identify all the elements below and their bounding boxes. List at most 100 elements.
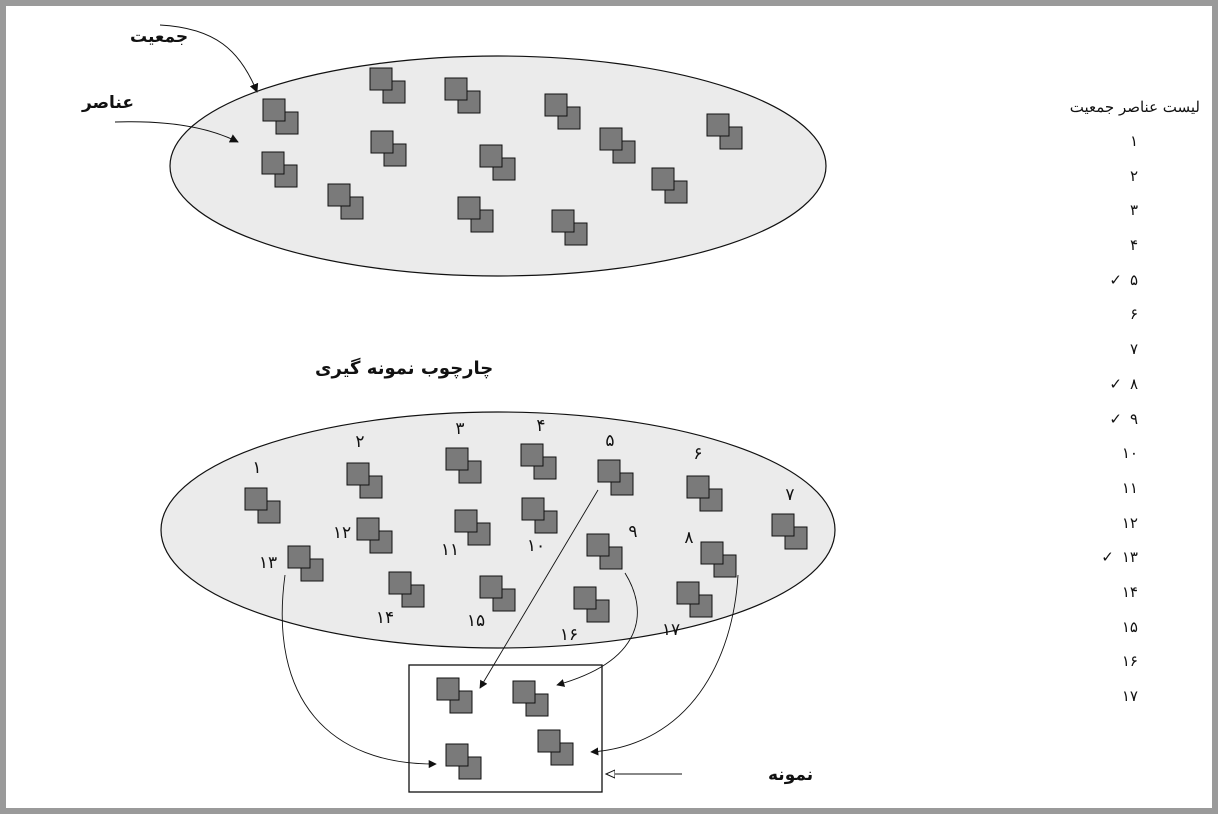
frame-element-icon xyxy=(454,509,491,546)
population-element-icon xyxy=(479,144,516,181)
population-list-number: ۱۱ xyxy=(1121,478,1138,497)
elements-pointer-arrow xyxy=(114,121,239,143)
population-element-icon xyxy=(457,196,494,233)
frame-element-number: ۳ xyxy=(455,419,464,439)
check-icon: ✓ xyxy=(1101,548,1114,567)
frame-element-icon xyxy=(771,513,808,550)
check-icon: ✓ xyxy=(1109,270,1122,289)
population-pointer-arrow xyxy=(159,24,259,93)
frame-element-icon xyxy=(586,533,623,570)
frame-element-icon xyxy=(520,443,557,480)
population-list-number: ۱ xyxy=(1129,132,1138,150)
population-list-number: ۱۲ xyxy=(1121,513,1138,532)
frame-element-number: ۱۱ xyxy=(441,540,459,560)
frame-element-number: ۷ xyxy=(785,485,794,505)
population-list-number: ۱۷ xyxy=(1121,687,1138,705)
frame-element-icon xyxy=(686,475,723,512)
population-element-icon xyxy=(544,93,581,130)
sample-element-icon xyxy=(445,743,482,780)
population-list-item: ۱۲ xyxy=(1010,506,1200,541)
selection-arrow-13 xyxy=(281,574,437,769)
population-list-item: ۹✓ xyxy=(1010,402,1200,437)
sample-box xyxy=(408,664,603,793)
frame-element-number: ۲ xyxy=(355,432,364,452)
frame-element-number: ۱۲ xyxy=(333,523,351,543)
population-list-item: ۸✓ xyxy=(1010,367,1200,402)
sample-element-icon xyxy=(436,677,473,714)
population-list-title: لیست عناصر جمعیت xyxy=(1069,98,1200,116)
selection-arrow-5 xyxy=(479,489,599,689)
selection-arrow-9 xyxy=(556,572,638,687)
selection-arrow-8 xyxy=(590,574,739,756)
frame-element-icon xyxy=(287,545,324,582)
frame-element-icon xyxy=(244,487,281,524)
frame-element-icon xyxy=(356,517,393,554)
population-list-number: ۸ xyxy=(1129,374,1138,393)
population-list-number: ۱۰ xyxy=(1121,444,1138,463)
population-element-icon xyxy=(706,113,743,150)
population-element-icon xyxy=(599,127,636,164)
population-element-icon xyxy=(551,209,588,246)
sample-element-icon xyxy=(537,729,574,766)
sample-element-icon xyxy=(512,680,549,717)
frame-element-icon xyxy=(521,497,558,534)
population-list-item: ۵✓ xyxy=(1010,263,1200,298)
frame-element-number: ۱۶ xyxy=(560,625,578,645)
frame-element-icon xyxy=(573,586,610,623)
population-list-item: ۱۱ xyxy=(1010,471,1200,506)
frame-element-icon xyxy=(676,581,713,618)
frame-element-icon xyxy=(597,459,634,496)
population-list-item: ۱۴ xyxy=(1010,575,1200,610)
population-element-icon xyxy=(327,183,364,220)
population-list-number: ۱۶ xyxy=(1121,652,1138,671)
population-list-item: ۳ xyxy=(1010,193,1200,228)
population-list-item: ۲ xyxy=(1010,159,1200,194)
population-list-item: ۷ xyxy=(1010,332,1200,367)
population-list-number: ۱۴ xyxy=(1121,582,1138,601)
frame-element-number: ۱۷ xyxy=(662,620,680,640)
population-element-icon xyxy=(370,130,407,167)
frame-element-icon xyxy=(445,447,482,484)
frame-element-number: ۴ xyxy=(536,416,545,436)
frame-element-number: ۱۳ xyxy=(259,553,277,573)
population-list-item: ۱ xyxy=(1010,124,1200,159)
population-list-item: ۱۶ xyxy=(1010,644,1200,679)
population-list-number: ۱۵ xyxy=(1121,617,1138,636)
frame-element-icon xyxy=(388,571,425,608)
frame-element-number: ۸ xyxy=(684,528,693,548)
frame-element-number: ۶ xyxy=(693,444,702,464)
frame-element-number: ۹ xyxy=(628,522,637,542)
population-list-number: ۷ xyxy=(1129,340,1138,359)
population-list-item: ۱۰ xyxy=(1010,436,1200,471)
population-element-icon xyxy=(261,151,298,188)
population-list-item: ۱۷ xyxy=(1010,679,1200,714)
population-list-item: ۶ xyxy=(1010,297,1200,332)
population-list-item: ۱۳✓ xyxy=(1010,540,1200,575)
population-list-item: ۱۵ xyxy=(1010,610,1200,645)
frame-element-number: ۱ xyxy=(252,458,261,478)
frame-element-number: ۱۵ xyxy=(467,611,485,631)
check-icon: ✓ xyxy=(1109,374,1122,393)
sampling-frame-ellipse xyxy=(160,411,836,649)
population-element-icon xyxy=(444,77,481,114)
population-list-number: ۴ xyxy=(1129,236,1138,255)
population-list-number: ۵ xyxy=(1129,270,1138,289)
sampling-frame-label: چارچوب نمونه گیری xyxy=(315,357,493,379)
population-list-number: ۶ xyxy=(1129,305,1138,324)
elements-label: عناصر xyxy=(81,93,134,113)
frame-element-number: ۱۴ xyxy=(376,608,394,628)
population-list-number: ۳ xyxy=(1129,201,1138,220)
population-list-item: ۴ xyxy=(1010,228,1200,263)
population-list-number: ۲ xyxy=(1129,166,1138,185)
frame-element-number: ۵ xyxy=(605,431,614,451)
population-elements xyxy=(261,67,743,246)
frame-element-icon xyxy=(700,541,737,578)
population-element-icon xyxy=(651,167,688,204)
sampling-frame-elements xyxy=(244,443,808,623)
frame-element-number: ۱۰ xyxy=(527,536,545,556)
